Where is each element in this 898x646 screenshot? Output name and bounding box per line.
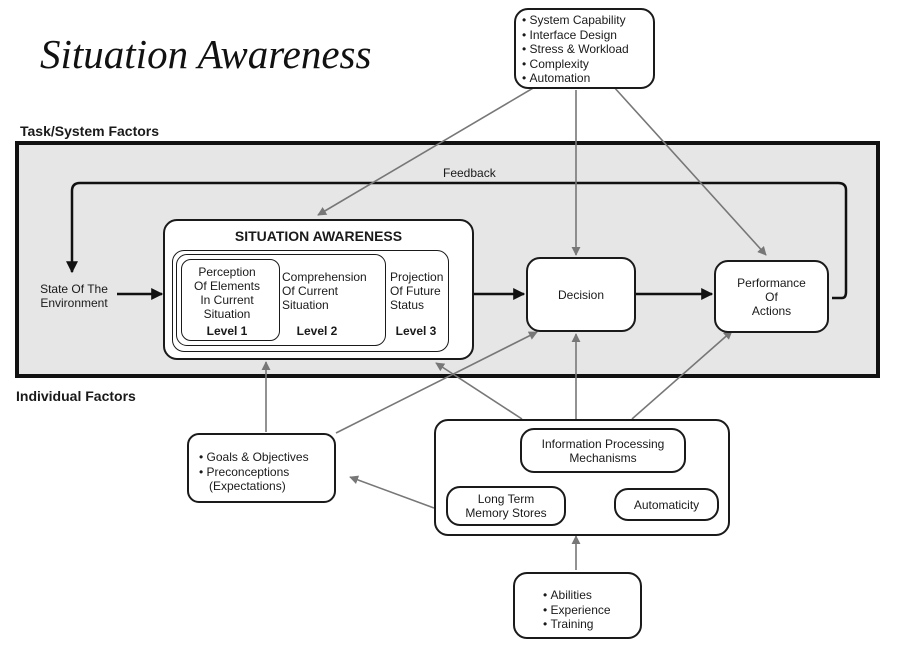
- projection-line: Projection: [390, 270, 444, 284]
- page-title: Situation Awareness: [40, 31, 372, 77]
- information-processing-box: Information Processing Mechanisms: [520, 428, 686, 473]
- task-factor-item: Automation: [522, 71, 653, 86]
- long-term-memory-box: Long Term Memory Stores: [446, 486, 566, 526]
- task-to-performance-arrow: [612, 85, 767, 256]
- processing-to-goals-arrow: [349, 475, 435, 509]
- level-3-frame: [172, 250, 449, 352]
- abilities-item: Training: [543, 617, 640, 632]
- performance-line: Actions: [751, 303, 792, 318]
- level-1-frame: [181, 259, 280, 341]
- goals-sub-label: (Expectations): [209, 479, 286, 493]
- automaticity-box: Automaticity: [614, 488, 719, 521]
- situation-awareness-heading: SITUATION AWARENESS: [234, 228, 403, 244]
- projection-line: Of Future: [390, 284, 441, 298]
- goals-item: Preconceptions: [199, 465, 334, 480]
- performance-box: Performance Of Actions: [714, 260, 829, 333]
- task-factor-item: Interface Design: [522, 28, 653, 43]
- goals-to-decision-arrow: [335, 331, 538, 434]
- goals-box: Goals & Objectives Preconceptions (Expec…: [187, 433, 336, 503]
- environment-label-line: State Of The: [40, 282, 108, 296]
- performance-line: Performance: [737, 275, 806, 290]
- perception-line: Perception: [198, 265, 256, 279]
- individual-factors-heading: Individual Factors: [16, 388, 136, 404]
- decision-box: Decision: [526, 257, 636, 332]
- processing-to-sa-arrow: [435, 362, 523, 420]
- comprehension-label: Comprehension Of Current Situation: [282, 270, 367, 312]
- task-factor-item: System Capability: [522, 13, 653, 28]
- decision-label: Decision: [557, 287, 605, 302]
- task-factor-item: Complexity: [522, 57, 653, 72]
- task-to-sa-arrow: [317, 83, 541, 216]
- feedback-label: Feedback: [443, 166, 496, 180]
- info-processing-line: Information Processing: [541, 436, 665, 451]
- environment-label: State Of The Environment: [33, 282, 115, 310]
- abilities-item: Experience: [543, 603, 640, 618]
- memory-line: Memory Stores: [465, 506, 547, 520]
- task-factor-item: Stress & Workload: [522, 42, 653, 57]
- processing-to-performance-arrow: [631, 330, 733, 420]
- feedback-loop-arrow: [66, 181, 848, 300]
- abilities-box: Abilities Experience Training: [513, 572, 642, 639]
- level-3-label: Level 3: [395, 324, 437, 338]
- level-2-label: Level 2: [296, 324, 338, 338]
- level-2-frame: [176, 254, 386, 346]
- memory-line: Long Term: [477, 492, 535, 506]
- environment-label-line: Environment: [40, 296, 108, 310]
- task-system-factors-heading: Task/System Factors: [20, 123, 160, 139]
- goals-item: Goals & Objectives: [199, 450, 334, 465]
- perception-line: Situation: [203, 307, 251, 321]
- performance-line: Of: [765, 289, 778, 304]
- perception-label: Perception Of Elements In Current Situat…: [181, 265, 273, 321]
- comprehension-line: Comprehension: [282, 270, 367, 284]
- task-factors-box: System Capability Interface Design Stres…: [514, 8, 655, 89]
- level-1-label: Level 1: [206, 324, 248, 338]
- projection-line: Status: [390, 298, 425, 312]
- situation-awareness-box: [163, 219, 474, 360]
- comprehension-line: Situation: [282, 298, 329, 312]
- projection-label: Projection Of Future Status: [390, 270, 443, 312]
- abilities-item: Abilities: [543, 588, 640, 603]
- info-processing-line: Mechanisms: [569, 450, 637, 465]
- comprehension-line: Of Current: [282, 284, 339, 298]
- perception-line: Of Elements: [193, 279, 261, 293]
- perception-line: In Current: [200, 293, 254, 307]
- automaticity-label: Automaticity: [633, 497, 700, 512]
